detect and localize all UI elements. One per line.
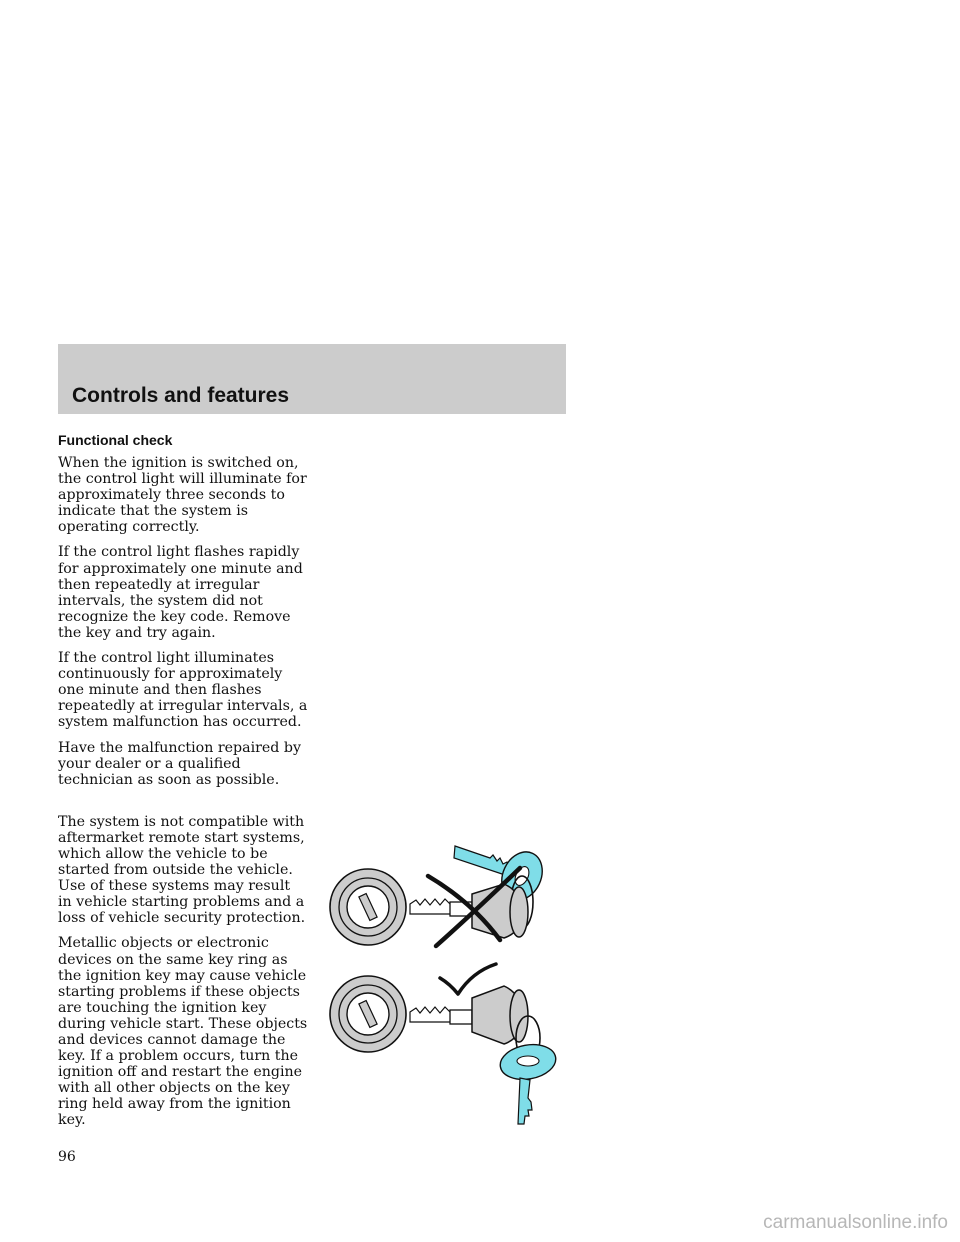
correct-key-ring-figure [329, 962, 557, 1125]
paragraph-flash-rapidly: If the control light flashes rapidly for… [58, 544, 303, 641]
key-icon [409, 845, 543, 939]
page-number: 96 [58, 1149, 76, 1165]
ignition-lock-icon [329, 975, 407, 1053]
incorrect-key-ring-figure [329, 845, 543, 949]
paragraph-repair: Have the malfunction repaired by your de… [58, 739, 301, 788]
page-content: Functional check When the ignition is sw… [58, 430, 308, 1138]
section-header-band: Controls and features [58, 344, 566, 414]
key-ring-illustration [329, 845, 557, 1125]
section-title: Controls and features [72, 384, 290, 407]
key-icon [409, 985, 557, 1125]
paragraph-ignition-on: When the ignition is switched on, the co… [58, 455, 307, 536]
footer-watermark: carmanualsonline.info [763, 1212, 948, 1233]
correct-check-icon [438, 962, 498, 996]
ignition-lock-icon [329, 868, 407, 946]
paragraph-illuminates-continuously: If the control light illuminates continu… [58, 650, 308, 731]
functional-check-heading: Functional check [58, 432, 173, 448]
paragraph-remote-start: The system is not compatible with afterm… [58, 813, 306, 927]
wrong-x-icon [425, 865, 523, 949]
paragraph-metallic-objects: Metallic objects or electronic devices o… [58, 935, 308, 1129]
